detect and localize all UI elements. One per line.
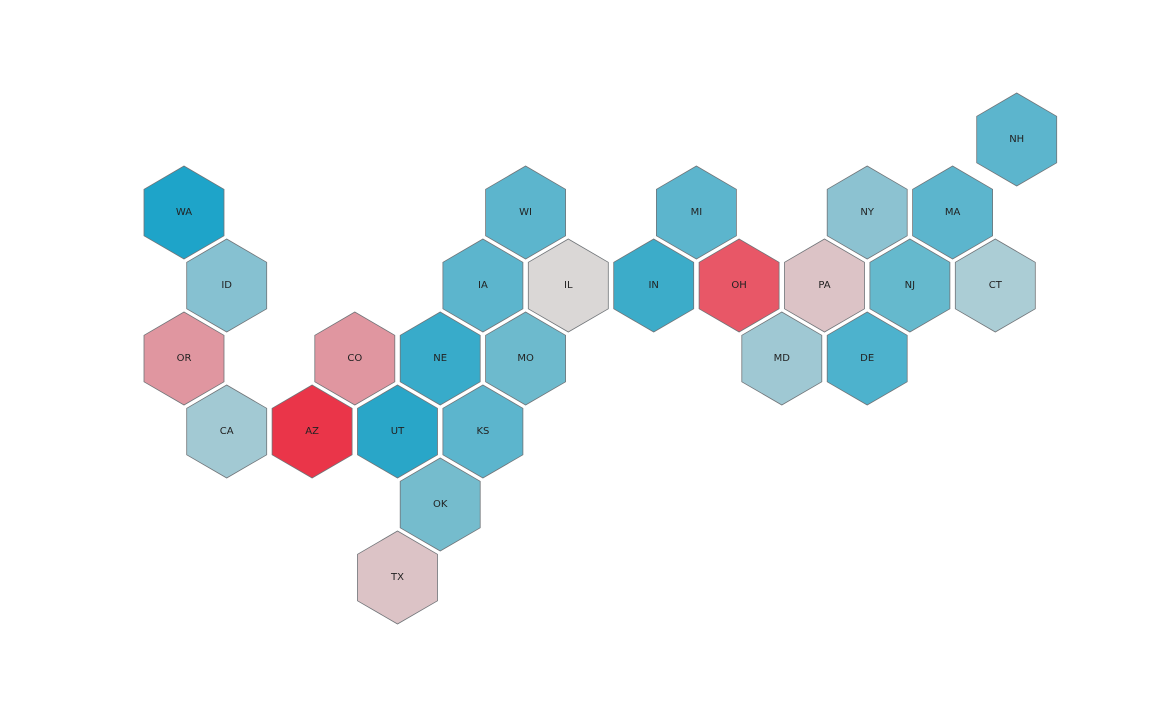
state-tile-in[interactable]: IN (613, 238, 695, 333)
state-hex-ks[interactable] (442, 384, 524, 479)
state-hex-ut[interactable] (357, 384, 438, 479)
state-tile-mi[interactable]: MI (656, 165, 737, 260)
state-tile-ca[interactable]: CA (186, 384, 268, 479)
state-hex-tx[interactable] (357, 530, 438, 625)
state-hex-ia[interactable] (442, 238, 524, 333)
state-tile-wi[interactable]: WI (485, 165, 566, 260)
state-tile-oh[interactable]: OH (698, 238, 780, 333)
state-tile-ct[interactable]: CT (954, 238, 1036, 333)
state-hex-md[interactable] (741, 311, 823, 406)
state-hex-wi[interactable] (485, 165, 566, 260)
state-hex-oh[interactable] (698, 238, 780, 333)
state-tile-md[interactable]: MD (741, 311, 823, 406)
state-hex-pa[interactable] (784, 238, 865, 333)
state-tile-nj[interactable]: NJ (869, 238, 951, 333)
state-tile-co[interactable]: CO (314, 311, 396, 406)
state-tile-de[interactable]: DE (826, 311, 908, 406)
state-hex-or[interactable] (143, 311, 225, 406)
state-hex-ct[interactable] (954, 238, 1036, 333)
state-tile-mo[interactable]: MO (485, 311, 566, 406)
state-hex-ne[interactable] (399, 311, 481, 406)
state-hex-co[interactable] (314, 311, 396, 406)
state-tile-ne[interactable]: NE (399, 311, 481, 406)
state-tile-az[interactable]: AZ (271, 384, 353, 479)
state-tile-id[interactable]: ID (186, 238, 268, 333)
state-hex-mo[interactable] (485, 311, 566, 406)
state-hex-il[interactable] (527, 238, 609, 333)
state-tile-il[interactable]: IL (527, 238, 609, 333)
state-tile-nh[interactable]: NH (976, 92, 1058, 187)
state-hex-mi[interactable] (656, 165, 737, 260)
state-tile-ny[interactable]: NY (826, 165, 908, 260)
state-hex-az[interactable] (271, 384, 353, 479)
state-hex-de[interactable] (826, 311, 908, 406)
state-tile-wa[interactable]: WA (143, 165, 225, 260)
state-hex-in[interactable] (613, 238, 695, 333)
state-hex-nh[interactable] (976, 92, 1058, 187)
state-tile-ok[interactable]: OK (399, 457, 481, 552)
state-hex-ca[interactable] (186, 384, 268, 479)
state-tile-ia[interactable]: IA (442, 238, 524, 333)
state-hex-wa[interactable] (143, 165, 225, 260)
state-tile-ma[interactable]: MA (912, 165, 993, 260)
state-hex-nj[interactable] (869, 238, 951, 333)
state-tile-tx[interactable]: TX (357, 530, 438, 625)
state-tile-or[interactable]: OR (143, 311, 225, 406)
state-hex-ma[interactable] (912, 165, 993, 260)
state-hex-ok[interactable] (399, 457, 481, 552)
state-tile-pa[interactable]: PA (784, 238, 865, 333)
state-hex-id[interactable] (186, 238, 268, 333)
state-tile-ut[interactable]: UT (357, 384, 438, 479)
state-hex-ny[interactable] (826, 165, 908, 260)
state-tile-ks[interactable]: KS (442, 384, 524, 479)
